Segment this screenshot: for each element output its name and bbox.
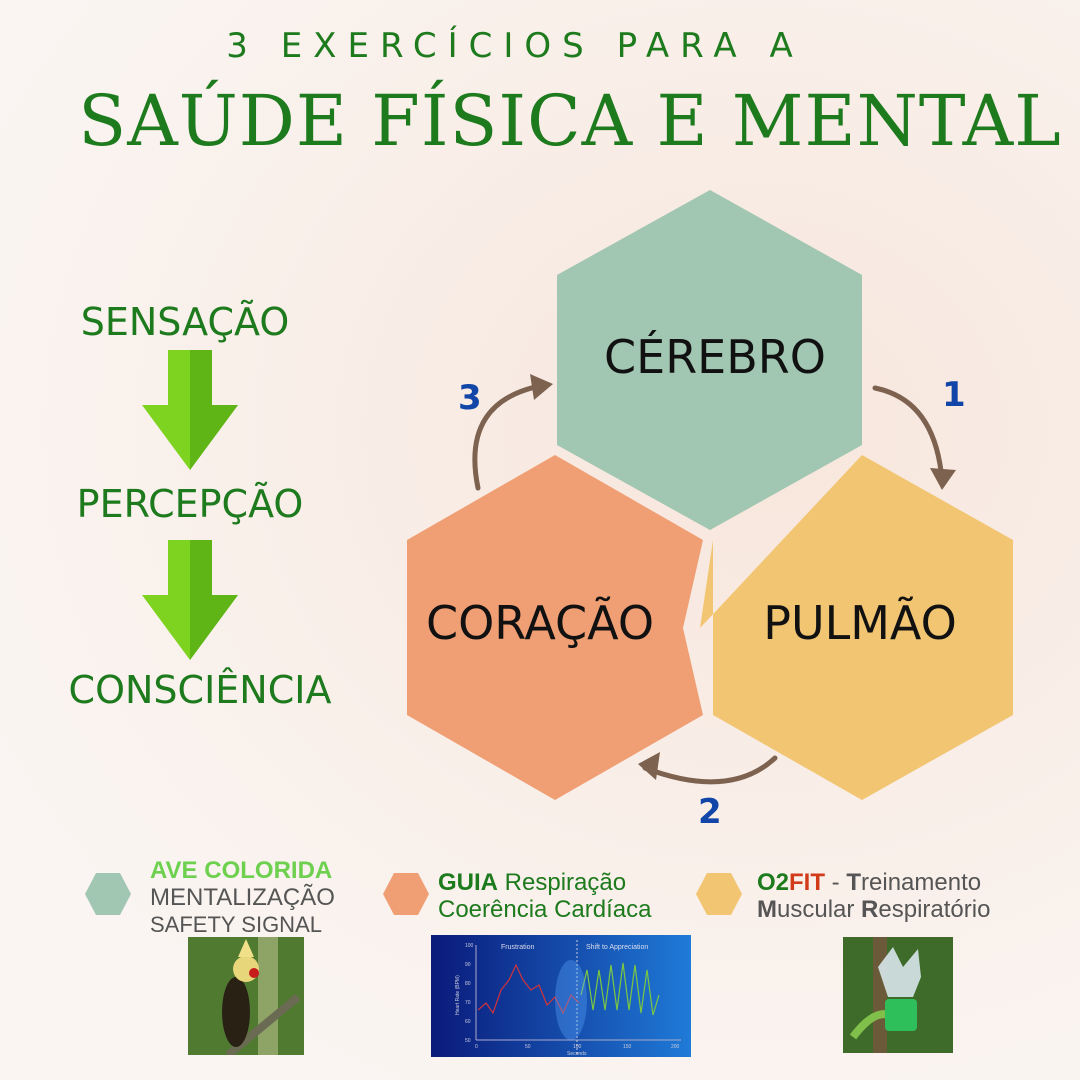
hexagon-label-cerebro: CÉREBRO [604,330,826,384]
legend-o2fit: O2FIT - Treinamento Muscular Respiratóri… [757,869,990,923]
y-tick: 90 [465,962,471,968]
legend-initial: R [861,896,879,923]
hexagon-coracao [407,455,703,800]
down-arrow-icon [142,540,238,660]
heart-rate-chart-image: Frustration Shift to Appreciation 100 90… [431,935,691,1057]
legend-word: reinamento [861,869,982,896]
legend-o2: O2 [757,869,790,896]
cycle-arrow-1 [872,385,945,483]
legend-guia: GUIA Respiração Coerência Cardíaca [438,869,651,923]
x-tick: 0 [475,1044,478,1050]
step-number-2: 2 [698,792,722,832]
chart-label-left: Frustration [501,944,535,951]
cycle-arrow-2 [642,755,778,785]
legend-line: Respiração [498,869,627,896]
flow-step-consciencia: CONSCIÊNCIA [68,668,332,712]
legend-title: AVE COLORIDA [150,857,333,884]
legend-line: Coerência Cardíaca [438,896,652,923]
down-arrow-icon [142,350,238,470]
legend-line: MENTALIZAÇÃO [150,884,335,911]
o2fit-device-photo [843,937,953,1053]
legend-dash: - [825,869,847,896]
y-tick: 60 [465,1019,471,1025]
step-number-1: 1 [942,375,966,415]
y-tick: 100 [465,943,474,949]
legend-hexagon-icon [383,873,429,915]
bird-photo [188,937,304,1055]
flow-step-sensacao: SENSAÇÃO [80,300,290,344]
y-tick: 70 [465,1000,471,1006]
legend-ave-colorida: AVE COLORIDA MENTALIZAÇÃO SAFETY SIGNAL [150,857,335,938]
page-title: SAÚDE FÍSICA E MENTAL [78,80,1062,162]
legend-hexagon-icon [85,873,131,915]
legend-word: espiratório [878,896,991,923]
legend-initial: M [757,896,777,923]
step-number-3: 3 [458,378,482,418]
y-tick: 80 [465,981,471,987]
hexagon-label-coracao: CORAÇÃO [425,596,655,650]
legend-hexagon-icon [696,873,742,915]
legend-fit: FIT [789,869,826,896]
hexagon-pulmao [700,455,1013,800]
y-tick: 50 [465,1038,471,1044]
flow-step-percepcao: PERCEPÇÃO [76,482,304,526]
legend-word: uscular [777,896,862,923]
subtitle: 3 EXERCÍCIOS PARA A [226,26,804,66]
legend-title: GUIA [438,869,498,896]
x-tick: 200 [671,1044,680,1050]
chart-label-right: Shift to Appreciation [586,944,648,951]
cycle-arrow-3 [472,382,548,491]
hexagon-cerebro [557,190,862,530]
x-tick: 50 [525,1044,531,1050]
hexagon-label-pulmao: PULMÃO [763,596,957,650]
legend-line: SAFETY SIGNAL [150,912,322,937]
y-axis-label: Heart Rate (BPM) [455,975,461,1015]
x-tick: 150 [623,1044,632,1050]
x-axis-label: Seconds [567,1051,587,1057]
x-tick: 100 [573,1044,582,1050]
legend-initial: T [846,869,862,896]
